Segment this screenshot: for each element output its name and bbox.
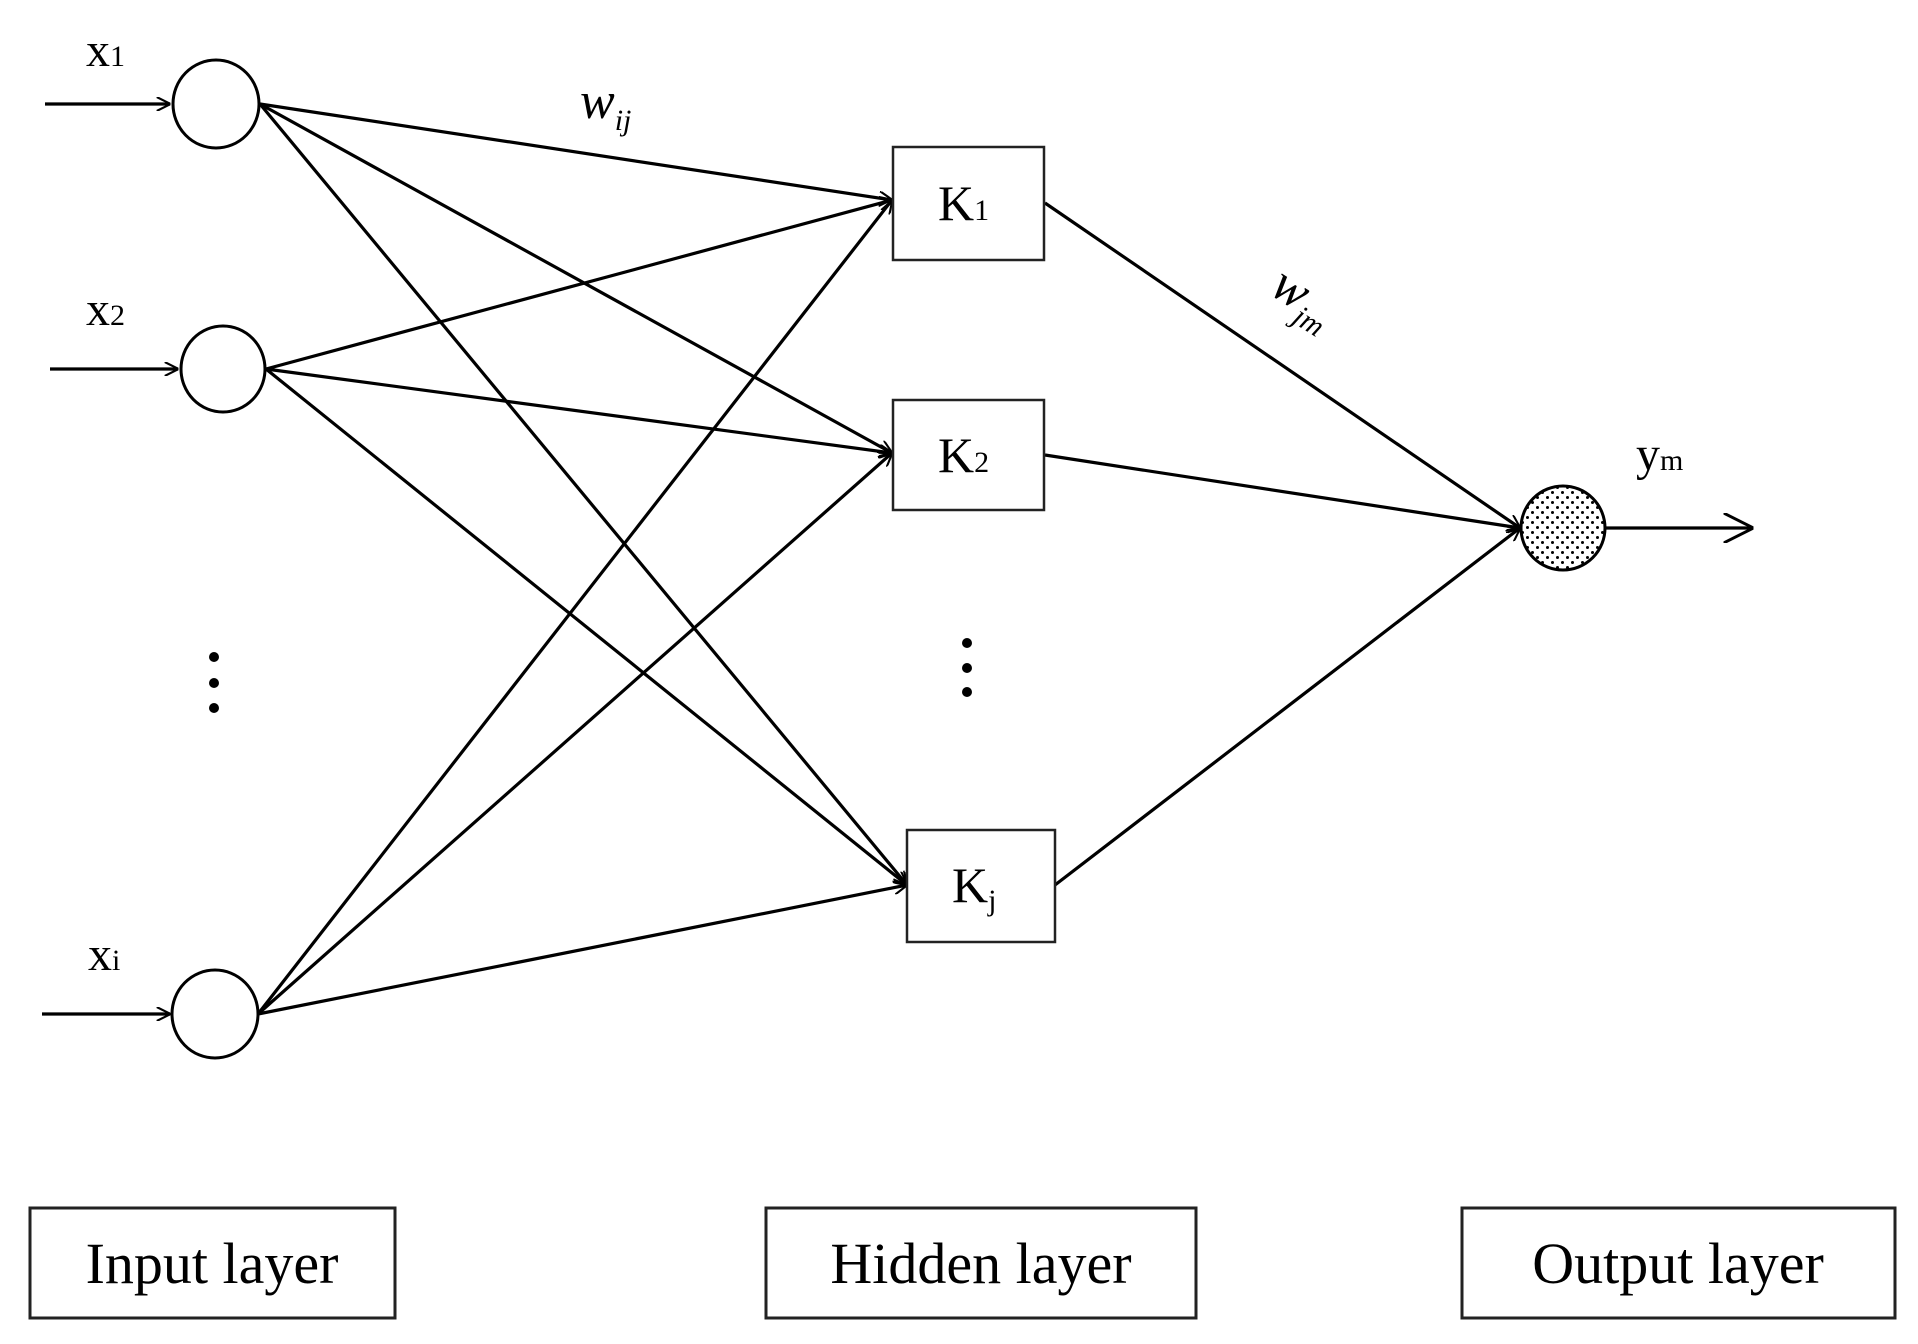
hidden-node-k2	[891, 398, 1046, 512]
edge-k1-ym	[1044, 201, 1520, 528]
hidden-node-k1	[891, 145, 1046, 262]
output-layer-label: Output layer	[1532, 1231, 1824, 1296]
input-layer-label: Input layer	[86, 1231, 339, 1296]
hidden-label-kj: Kj	[952, 857, 996, 917]
input-hidden-connections	[256, 102, 907, 1016]
input-nodes	[170, 58, 267, 1060]
edge-xi-k1	[256, 200, 892, 1015]
edge-x1-k2	[259, 102, 892, 453]
edge-x1-kj	[258, 102, 907, 885]
input-node-x2	[179, 324, 267, 414]
input-label-x1: x1	[86, 24, 125, 77]
edge-kj-ym	[1054, 528, 1520, 887]
edge-xi-k2	[256, 453, 892, 1016]
hidden-layer-label: Hidden layer	[830, 1231, 1131, 1296]
input-arrows	[42, 104, 178, 1014]
weight-label-wjm: wjm	[1258, 255, 1347, 344]
hidden-nodes	[891, 145, 1057, 944]
hidden-output-connections	[1044, 201, 1520, 887]
input-node-x1	[171, 58, 261, 150]
output-layer-box	[1460, 1206, 1897, 1320]
input-label-xi: xi	[88, 928, 120, 981]
hidden-node-kj	[905, 828, 1057, 944]
edge-x2-k1	[265, 200, 892, 371]
edge-x2-k2	[265, 367, 892, 453]
input-ellipsis	[209, 652, 219, 713]
edge-x1-k1	[259, 102, 892, 200]
hidden-layer-box	[764, 1206, 1198, 1320]
hidden-label-k2: K2	[938, 427, 989, 483]
input-layer-box	[28, 1206, 397, 1320]
output-node-ym	[1519, 484, 1607, 572]
hidden-label-k1: K1	[938, 175, 989, 231]
edge-x2-kj	[264, 367, 907, 885]
edge-k2-ym	[1044, 453, 1520, 528]
input-label-x2: x2	[86, 283, 125, 336]
layer-labels: Input layer Hidden layer Output layer	[28, 1206, 1897, 1320]
weight-label-wij: wij	[580, 73, 631, 137]
input-node-xi	[170, 968, 260, 1060]
edge-xi-kj	[257, 885, 907, 1016]
hidden-ellipsis	[962, 638, 972, 697]
output-label-ym: ym	[1636, 428, 1683, 481]
